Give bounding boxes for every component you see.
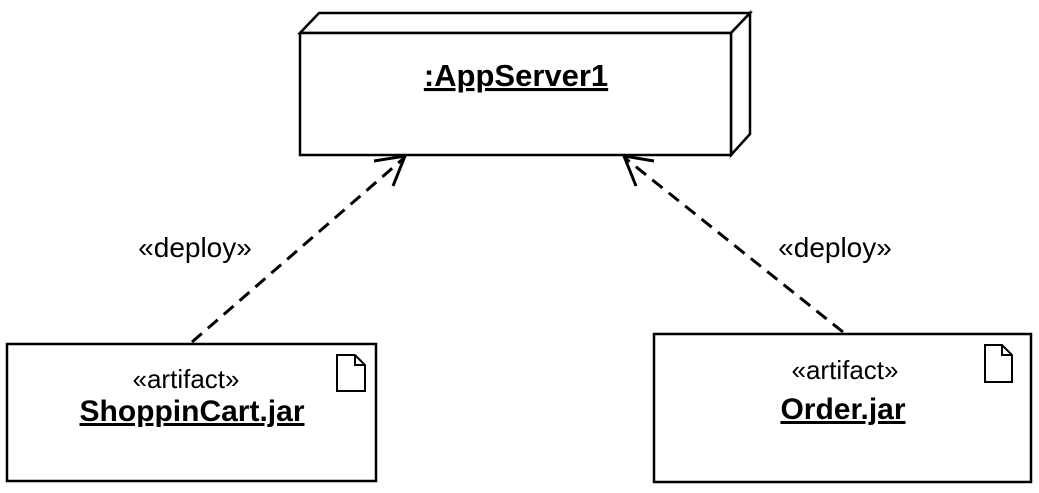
node-title: :AppServer1	[424, 58, 608, 93]
artifact-shoppincart[interactable]: «artifact» ShoppinCart.jar	[5, 342, 378, 483]
artifact-box	[652, 332, 1033, 484]
node-side-face	[729, 9, 752, 159]
artifact-stereotype: «artifact»	[133, 364, 240, 394]
artifact-box	[5, 342, 378, 483]
document-icon	[336, 354, 366, 392]
artifact-stereotype: «artifact»	[792, 355, 899, 385]
deploy-dependency-right[interactable]: «deploy»	[621, 154, 892, 334]
deploy-dependency-left[interactable]: «deploy»	[138, 154, 408, 344]
arrowhead	[621, 154, 655, 187]
node-front-face	[298, 31, 733, 157]
dependency-line	[191, 156, 405, 344]
node-top-face	[297, 11, 753, 35]
artifact-order[interactable]: «artifact» Order.jar	[652, 332, 1033, 484]
artifact-name: Order.jar	[780, 393, 905, 426]
arrowhead	[373, 154, 408, 187]
dependency-line	[624, 156, 844, 334]
document-icon	[984, 344, 1013, 383]
dependency-label: «deploy»	[778, 232, 892, 263]
node-appserver[interactable]: :AppServer1	[297, 9, 753, 159]
artifact-name: ShoppinCart.jar	[79, 395, 304, 428]
dependency-label: «deploy»	[138, 232, 252, 263]
